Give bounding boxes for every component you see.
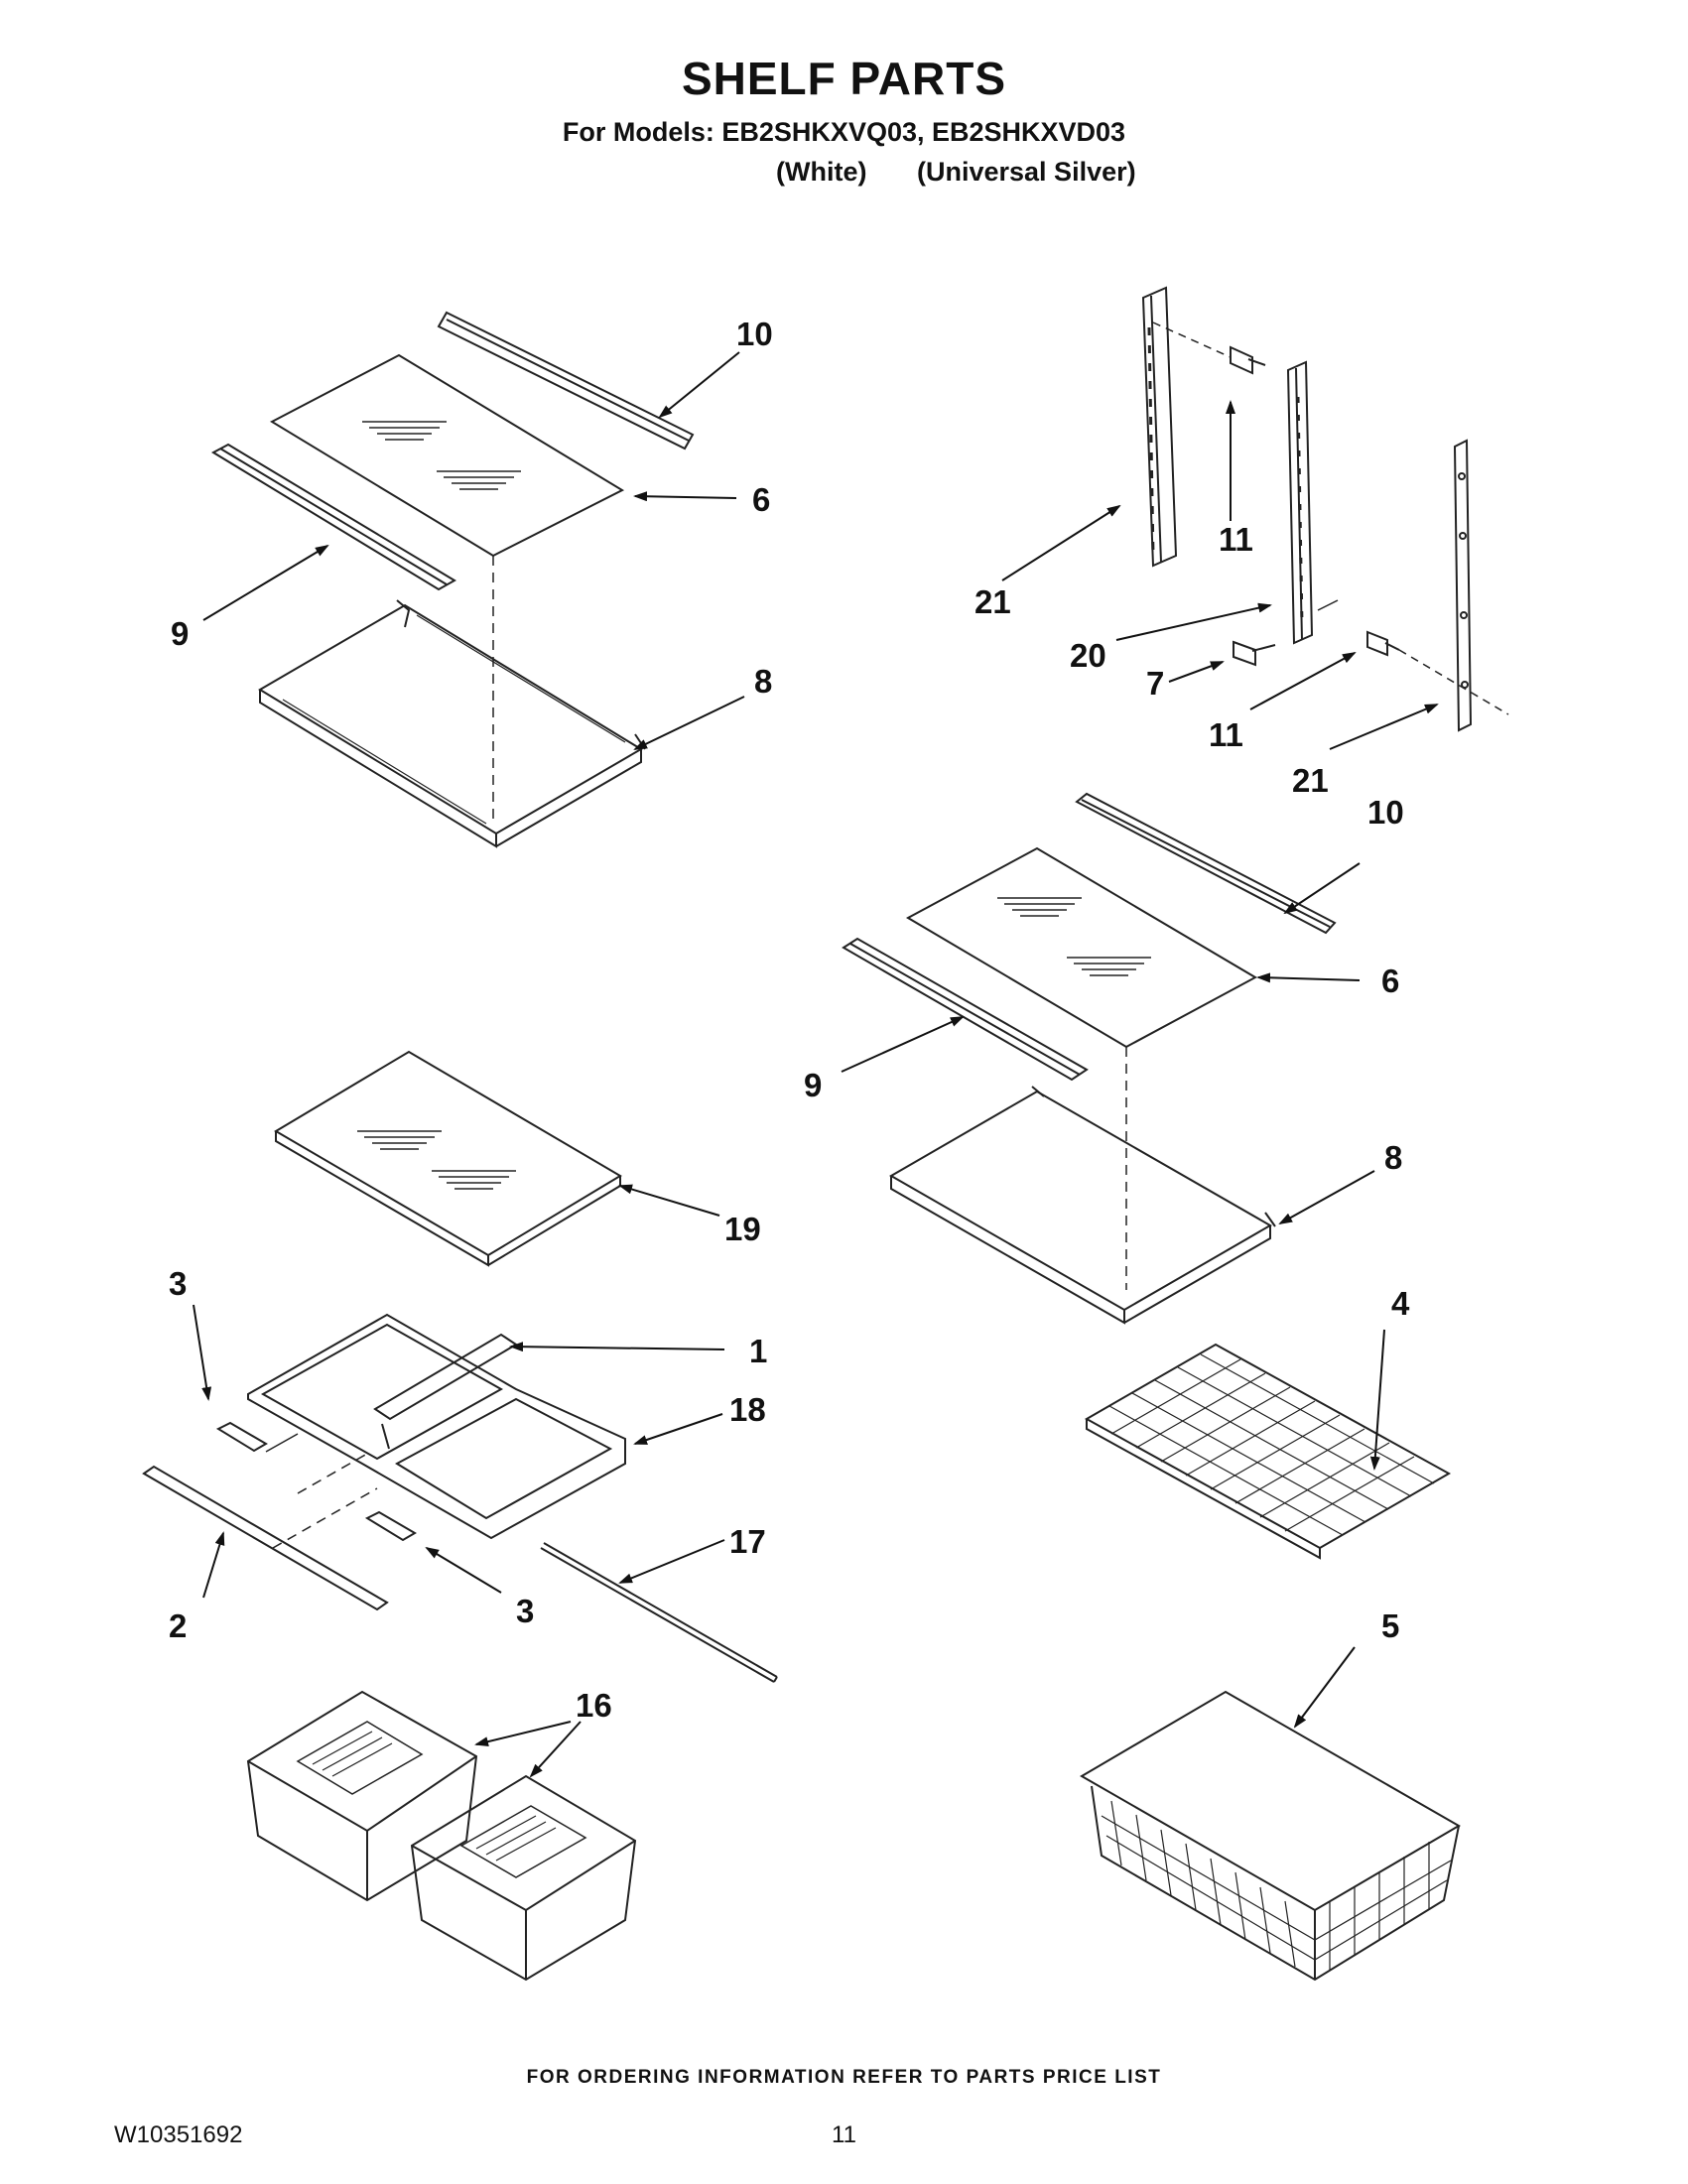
screw-7: [1233, 640, 1276, 667]
callout-basket-5: 5: [1381, 1607, 1399, 1644]
callout-screw-11-upper: 11: [1219, 521, 1253, 558]
callout-frame-18: 18: [729, 1391, 766, 1428]
callout-left-9: 9: [171, 615, 189, 652]
wire-shelf-4: [1084, 1343, 1452, 1560]
callout-wire-shelf-4: 4: [1391, 1285, 1410, 1322]
callout-drawers-16: 16: [576, 1687, 612, 1724]
page-title: SHELF PARTS: [681, 53, 1007, 104]
glass-panel-6: [269, 353, 625, 558]
callout-divider-1: 1: [749, 1333, 767, 1369]
rear-trim-10-right: [1075, 792, 1337, 935]
shelf-frame-8: [258, 603, 643, 835]
crisper-cover-glass-19: [274, 1050, 622, 1267]
callout-right-10: 10: [1367, 794, 1404, 831]
variant-silver-label: (Universal Silver): [917, 157, 1136, 187]
clip-3-upper: [215, 1421, 268, 1453]
wire-basket-5: [1080, 1690, 1461, 1982]
support-rail-21-right: [1453, 439, 1473, 732]
shelf-frame-8-right: [888, 1090, 1273, 1312]
callout-rail-21-left: 21: [974, 583, 1011, 620]
callout-screw-7: 7: [1146, 665, 1164, 702]
vertical-support-rails: [1141, 286, 1509, 732]
front-trim-9: [210, 443, 456, 591]
callout-cover-2: 2: [169, 1607, 187, 1644]
left-glass-shelf-assembly: [210, 311, 695, 848]
support-rail-21-left: [1141, 286, 1178, 568]
models-line: For Models: EB2SHKXVQ03, EB2SHKXVD03: [562, 117, 1126, 147]
callout-leaders: [193, 351, 1439, 1778]
callout-screw-11-lower: 11: [1209, 716, 1243, 753]
callout-left-10: 10: [736, 316, 773, 352]
callout-rail-20: 20: [1070, 637, 1106, 674]
glass-panel-6-right: [905, 846, 1258, 1049]
page-number: 11: [832, 2121, 856, 2148]
screw-11-upper: [1230, 345, 1266, 375]
variant-white-label: (White): [776, 157, 867, 187]
callout-clip-3-lower: 3: [516, 1593, 534, 1629]
callout-right-9: 9: [804, 1067, 822, 1103]
rear-trim-10: [437, 311, 695, 450]
clip-3-lower: [364, 1510, 417, 1542]
support-rail-20: [1286, 360, 1314, 645]
ordering-note: FOR ORDERING INFORMATION REFER TO PARTS …: [526, 2067, 1162, 2088]
crisper-frame-assembly: [142, 1313, 778, 1683]
callout-right-6: 6: [1381, 963, 1399, 999]
callout-right-8: 8: [1384, 1139, 1402, 1176]
document-number: W10351692: [114, 2121, 243, 2148]
front-trim-9-right: [842, 937, 1089, 1082]
callout-left-6: 6: [752, 481, 770, 518]
callout-left-8: 8: [754, 663, 772, 700]
crisper-frame-18: [247, 1313, 626, 1540]
rod-17: [540, 1542, 778, 1683]
crisper-drawers-16: [246, 1690, 637, 1982]
front-cover-2: [142, 1465, 389, 1611]
right-glass-shelf-assembly: [842, 792, 1337, 1325]
callout-clip-3-upper: 3: [169, 1265, 187, 1302]
callout-rail-21-right: 21: [1292, 762, 1329, 799]
callout-crisper-cover-19: 19: [724, 1211, 761, 1247]
callout-rod-17: 17: [729, 1523, 766, 1560]
screw-11-lower: [1366, 630, 1400, 657]
